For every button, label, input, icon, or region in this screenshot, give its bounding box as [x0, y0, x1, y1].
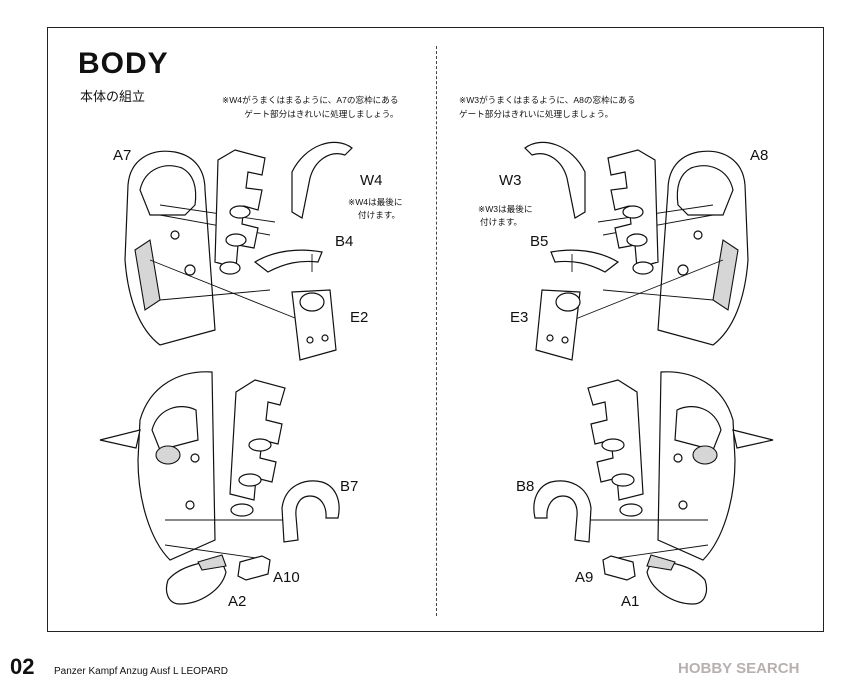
footer-product-name: Panzer Kampf Anzug Ausf L LEOPARD	[54, 666, 228, 677]
part-b7-drawing	[281, 480, 340, 543]
note-line: ※W4は最後に	[348, 197, 403, 207]
part-w3-drawing	[524, 141, 586, 219]
label-b7: B7	[340, 478, 359, 495]
label-w3: W3	[499, 172, 522, 189]
part-a10-drawing	[237, 555, 271, 581]
page-subtitle: 本体の組立	[80, 89, 146, 104]
note-w3: ※W3は最後に 付けます。	[478, 203, 532, 229]
center-divider	[436, 46, 437, 616]
label-e3: E3	[510, 309, 529, 326]
part-a9-drawing	[602, 555, 636, 581]
label-a8: A8	[750, 147, 769, 164]
note-line: ゲート部分はきれいに処理しましょう。	[244, 109, 399, 119]
part-b5-drawing	[550, 249, 620, 273]
note-line: 付けます。	[358, 210, 401, 220]
note-left-top: ※W4がうまくはまるように、A7の窓枠にある ゲート部分はきれいに処理しましょう…	[222, 93, 398, 121]
part-e3-drawing	[535, 289, 581, 361]
page-frame	[47, 27, 824, 632]
label-a2: A2	[228, 593, 247, 610]
note-line: ※W3がうまくはまるように、A8の窓枠にある	[459, 95, 636, 105]
note-right-top: ※W3がうまくはまるように、A8の窓枠にある ゲート部分はきれいに処理しましょう…	[459, 93, 635, 121]
note-line: 付けます。	[480, 217, 523, 227]
note-line: ※W3は最後に	[478, 204, 533, 214]
label-w4: W4	[360, 172, 383, 189]
part-a7-drawing	[124, 150, 301, 346]
part-w4-drawing	[291, 141, 353, 219]
part-frame-drawing-left-top	[214, 149, 266, 275]
part-b8-drawing	[533, 480, 592, 543]
part-b4-drawing	[253, 249, 323, 273]
label-e2: E2	[350, 309, 369, 326]
label-a9: A9	[575, 569, 594, 586]
watermark: HOBBY SEARCH	[678, 660, 800, 677]
label-a1: A1	[621, 593, 640, 610]
label-b5: B5	[530, 233, 549, 250]
part-a8-drawing	[572, 150, 749, 346]
page-number: 02	[10, 654, 35, 679]
part-e2-drawing	[291, 289, 337, 361]
part-a2-drawing	[165, 561, 227, 605]
label-a7: A7	[113, 147, 132, 164]
part-a1-drawing	[646, 561, 708, 605]
note-w4: ※W4は最後に 付けます。	[348, 196, 402, 222]
label-a10: A10	[273, 569, 300, 586]
body-drawing-right-bottom	[583, 371, 774, 561]
note-line: ゲート部分はきれいに処理しましょう。	[459, 109, 614, 119]
label-b8: B8	[516, 478, 535, 495]
label-b4: B4	[335, 233, 354, 250]
note-line: ※W4がうまくはまるように、A7の窓枠にある	[222, 95, 399, 105]
page-title: BODY	[78, 47, 169, 80]
body-drawing-left-bottom	[99, 371, 290, 561]
part-frame-drawing-right-top	[607, 149, 659, 275]
